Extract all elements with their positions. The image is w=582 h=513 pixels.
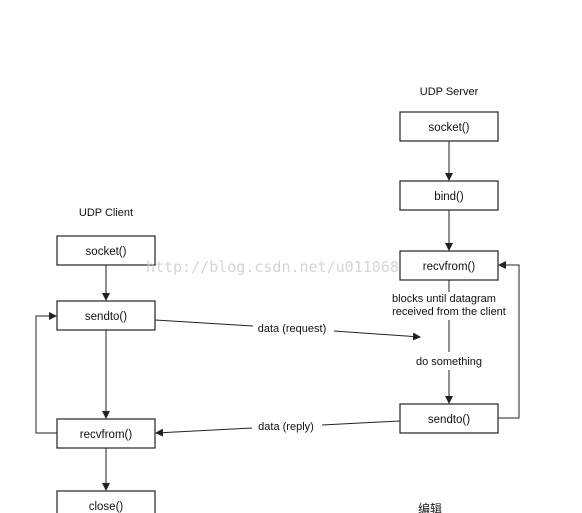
arrow-server-loop-back <box>498 261 520 419</box>
server-title: UDP Server <box>420 86 479 98</box>
client-sendto-label: sendto() <box>85 311 127 323</box>
arrow-reply-left <box>155 427 253 437</box>
client-recvfrom-box: recvfrom() <box>56 418 156 449</box>
client-close-label: close() <box>89 501 124 513</box>
server-bind-box: bind() <box>399 180 499 211</box>
reply-label: data (reply) <box>258 421 314 433</box>
server-do-something: do something <box>416 356 482 368</box>
server-sendto-box: sendto() <box>399 403 499 434</box>
server-sendto-label: sendto() <box>428 414 470 426</box>
server-socket-box: socket() <box>399 111 499 142</box>
server-blocks-line1: blocks until datagram <box>392 293 496 305</box>
server-blocks-line2: received from the client <box>392 306 506 318</box>
line-reply-right <box>321 420 401 426</box>
server-recvfrom-label: recvfrom() <box>423 261 476 273</box>
request-label: data (request) <box>258 323 326 335</box>
corner-mark: 编辑 <box>418 501 442 513</box>
client-socket-box: socket() <box>56 235 156 266</box>
arrow-client-loop-back <box>35 312 57 434</box>
client-recvfrom-label: recvfrom() <box>80 429 133 441</box>
server-recvfrom-box: recvfrom() <box>399 250 499 281</box>
client-sendto-box: sendto() <box>56 300 156 331</box>
client-socket-label: socket() <box>86 246 127 258</box>
client-close-box: close() <box>56 490 156 513</box>
arrow-request-right <box>333 330 421 341</box>
server-socket-label: socket() <box>429 122 470 134</box>
client-title: UDP Client <box>79 207 133 219</box>
watermark-text: http://blog.csdn.net/u011068 <box>146 258 399 276</box>
line-request-left <box>154 319 254 327</box>
server-bind-label: bind() <box>434 191 464 203</box>
